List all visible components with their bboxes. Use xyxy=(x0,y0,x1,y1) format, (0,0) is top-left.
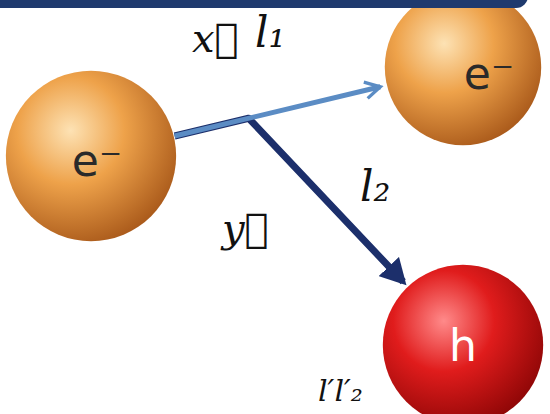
title-bar xyxy=(0,0,550,20)
formula-fragment: l′l′₂ xyxy=(318,376,363,406)
length-label: l₂ xyxy=(360,166,390,208)
electron-sphere: e⁻ xyxy=(384,0,542,146)
vector-label: y⃗ xyxy=(222,208,269,248)
hole-sphere: h xyxy=(382,264,544,414)
vector-arrow xyxy=(175,118,404,282)
vector-arrow xyxy=(175,87,381,136)
length-label: l₁ xyxy=(255,12,285,54)
electron-sphere: e⁻ xyxy=(5,70,177,242)
particle-symbol: h xyxy=(449,320,477,371)
sphere-outline xyxy=(384,0,542,146)
particle-symbol: e⁻ xyxy=(464,48,514,99)
sphere xyxy=(385,0,541,145)
sphere xyxy=(6,71,176,241)
sphere xyxy=(383,265,543,414)
particle-symbol: e⁻ xyxy=(72,135,122,186)
title-bar-band xyxy=(0,0,528,8)
vector-label: x⃗ xyxy=(192,18,239,58)
